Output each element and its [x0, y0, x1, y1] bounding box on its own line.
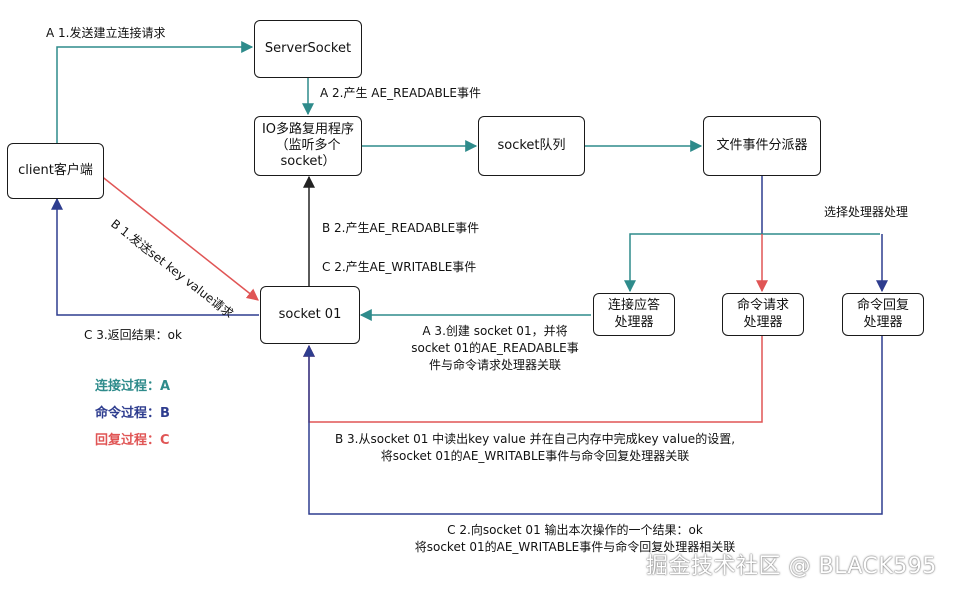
label-a2: A 2.产生 AE_READABLE事件	[320, 86, 481, 100]
label-a3-line2: socket 01的AE_READABLE事	[411, 341, 579, 355]
edge-c3	[51, 197, 259, 316]
label-a1: A 1.发送建立连接请求	[46, 26, 166, 40]
client-node: client客户端	[7, 143, 104, 199]
label-b3: B 3.从socket 01 中读出key value 并在自己内存中完成key…	[300, 431, 770, 465]
label-c2: C 2.向socket 01 输出本次操作的一个结果：ok 将socket 01…	[390, 522, 760, 556]
edge-b1	[99, 174, 259, 301]
label-b2: B 2.产生AE_READABLE事件	[322, 221, 480, 235]
label-b3-line1: B 3.从socket 01 中读出key value 并在自己内存中完成key…	[334, 432, 736, 446]
socket-queue-node: socket队列	[478, 116, 585, 176]
reply-handler-node: 命令回复处理器	[842, 293, 924, 336]
legend-reply: 回复过程：C	[95, 433, 170, 448]
socket01-node: socket 01	[260, 286, 360, 344]
watermark: 掘金技术社区 @ BLACK595	[646, 554, 937, 579]
label-a3: A 3.创建 socket 01，并将 socket 01的AE_READABL…	[400, 323, 590, 374]
dispatcher-node: 文件事件分派器	[703, 116, 821, 176]
label-select: 选择处理器处理	[824, 205, 909, 219]
label-c2-event: C 2.产生AE_WRITABLE事件	[322, 260, 477, 274]
label-c2-line2: 将socket 01的AE_WRITABLE事件与命令回复处理器相关联	[414, 540, 736, 554]
edge-select-accept	[624, 233, 762, 293]
legend-command: 命令过程：B	[95, 406, 170, 421]
server-socket-node: ServerSocket	[254, 20, 362, 78]
label-c2-line1: C 2.向socket 01 输出本次操作的一个结果：ok	[447, 523, 703, 537]
edge-c2	[303, 336, 883, 515]
legend-connect: 连接过程：A	[95, 379, 171, 394]
request-handler-node: 命令请求处理器	[722, 293, 804, 336]
edge-a1	[56, 41, 254, 143]
label-a3-line3: 件与命令请求处理器关联	[428, 358, 561, 372]
label-b3-line2: 将socket 01的AE_WRITABLE事件与命令回复处理器关联	[380, 449, 690, 463]
label-c3: C 3.返回结果：ok	[84, 328, 182, 342]
accept-handler-node: 连接应答处理器	[593, 293, 675, 336]
label-a3-line1: A 3.创建 socket 01，并将	[422, 324, 568, 338]
io-multiplex-node: IO多路复用程序（监听多个socket）	[254, 116, 362, 176]
